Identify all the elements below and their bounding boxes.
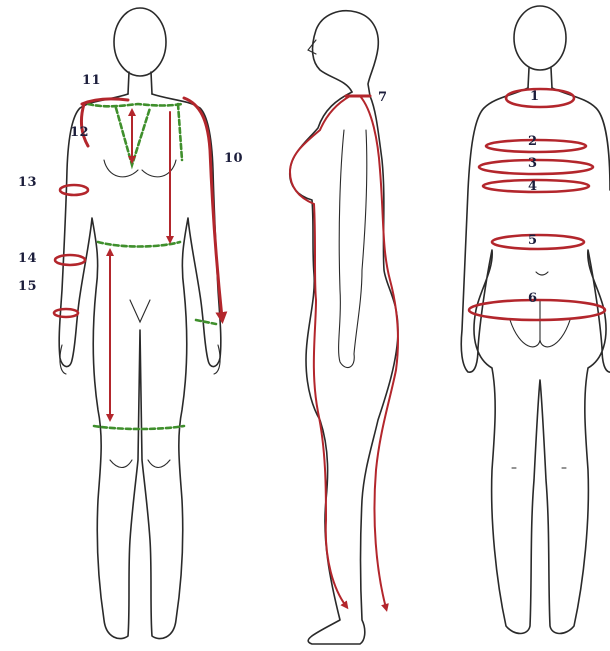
label-7: 7 — [378, 90, 388, 105]
label-15: 15 — [18, 279, 37, 294]
measure-5-waist — [492, 235, 584, 249]
underbust-guide — [98, 242, 180, 247]
label-6: 6 — [528, 291, 538, 306]
label-13: 13 — [18, 175, 37, 190]
back-figure: 1 2 3 4 5 6 — [461, 6, 610, 634]
measure-13-upper-arm — [60, 185, 88, 195]
front-body-outline — [59, 94, 221, 639]
front-shoulder-guide — [178, 104, 182, 160]
label-2: 2 — [528, 134, 538, 149]
measure-7-back-contour — [360, 96, 398, 608]
neckline-guide — [88, 104, 182, 106]
side-body-outline — [290, 92, 398, 644]
wrist-guide — [196, 320, 216, 324]
front-figure: 11 12 13 14 15 10 — [18, 8, 243, 639]
measure-14-elbow — [55, 255, 85, 265]
side-figure: 7 — [290, 11, 398, 644]
measure-1-neck — [506, 89, 574, 107]
label-1: 1 — [530, 89, 540, 104]
label-10: 10 — [224, 151, 243, 166]
side-head — [313, 11, 379, 96]
label-11: 11 — [82, 73, 101, 88]
front-head — [114, 8, 166, 76]
label-5: 5 — [528, 233, 538, 248]
back-head — [514, 6, 566, 70]
label-14: 14 — [18, 251, 37, 266]
measure-15-wrist — [54, 309, 78, 317]
label-4: 4 — [528, 179, 538, 194]
label-12: 12 — [70, 125, 89, 140]
measure-10-arm-length — [184, 98, 222, 318]
label-3: 3 — [528, 156, 538, 171]
